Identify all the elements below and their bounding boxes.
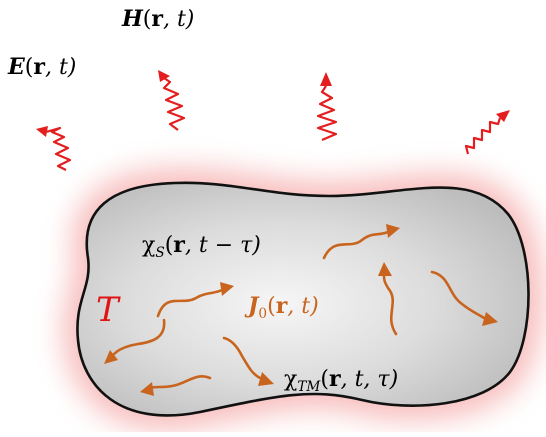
chi-tm-subscript: TM xyxy=(297,378,321,395)
j-subscript: 0 xyxy=(258,305,268,322)
source-current-label: J0(r, t) xyxy=(248,293,319,322)
chi-tm-symbol: χ xyxy=(284,367,298,392)
chi-s-open-paren: ( xyxy=(164,233,174,258)
magnetic-field-label: H(r, t) xyxy=(122,6,194,32)
current-arrow-5 xyxy=(140,375,212,396)
j-symbol: J xyxy=(248,293,259,319)
e-rest: , t) xyxy=(44,55,77,80)
material-body xyxy=(76,181,530,417)
current-arrow-3 xyxy=(104,318,166,364)
chi-s-label: χS(r, t − τ) xyxy=(142,232,261,261)
current-arrow-4 xyxy=(222,336,274,386)
j-position-vector: r xyxy=(275,293,288,319)
h-rest: , t) xyxy=(162,7,195,32)
wave-arrow-4 xyxy=(464,110,510,155)
chi-s-symbol: χ xyxy=(142,233,156,258)
current-arrow-1 xyxy=(322,224,400,260)
chi-tm-rest: , t, τ) xyxy=(340,367,399,392)
temperature-label: T xyxy=(96,290,119,330)
current-arrow-6 xyxy=(378,262,398,336)
h-symbol: H xyxy=(122,6,143,32)
h-open-paren: ( xyxy=(142,7,152,32)
chi-tm-open-paren: ( xyxy=(320,367,329,392)
e-position-vector: r xyxy=(33,54,45,80)
wave-arrow-3 xyxy=(316,72,338,142)
j-rest: , t) xyxy=(287,294,319,319)
chi-s-subscript: S xyxy=(155,244,165,261)
wave-arrow-1 xyxy=(36,126,72,171)
j-open-paren: ( xyxy=(267,294,276,319)
wave-arrow-2 xyxy=(158,70,186,131)
e-symbol: E xyxy=(8,54,25,80)
chi-tm-label: χTM(r, t, τ) xyxy=(284,366,398,395)
temperature-symbol: T xyxy=(96,290,119,330)
chi-s-position-vector: r xyxy=(173,232,185,258)
emitted-waves xyxy=(36,70,510,171)
h-position-vector: r xyxy=(151,6,163,32)
current-arrow-7 xyxy=(430,270,498,326)
chi-tm-position-vector: r xyxy=(328,366,341,392)
current-arrow-2 xyxy=(156,282,234,318)
electric-field-label: E(r, t) xyxy=(8,54,76,80)
e-open-paren: ( xyxy=(24,55,34,80)
current-arrows xyxy=(104,224,498,396)
chi-s-rest: , t − τ) xyxy=(184,233,261,258)
